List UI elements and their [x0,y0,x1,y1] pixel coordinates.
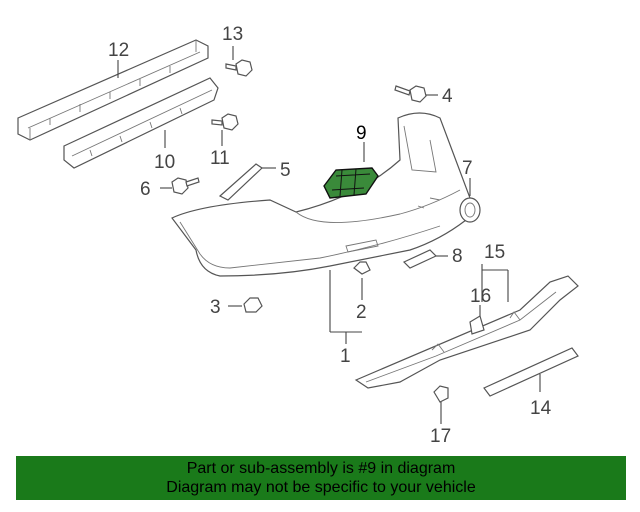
callout-4: 4 [442,86,453,107]
callout-15: 15 [484,242,505,263]
callout-7: 7 [462,158,473,179]
part-15-lower-valance [354,275,579,389]
part-1-bumper-cover [171,112,471,277]
part-6-bolt [171,177,200,195]
callout-16: 16 [470,286,491,307]
callout-13: 13 [222,24,243,45]
banner-line-1: Part or sub-assembly is #9 in diagram [186,460,456,477]
callout-5: 5 [280,160,291,181]
part-2-clip [353,261,371,275]
banner-line-2: Diagram may not be specific to your vehi… [166,479,476,496]
callout-12: 12 [108,40,129,61]
part-11-bolt [211,113,239,131]
callout-17: 17 [430,426,451,447]
part-5-trim-strip [218,163,263,201]
callout-9: 9 [356,123,367,144]
part-4-bolt [394,85,427,103]
part-12-reinforcement-bar [17,39,209,141]
part-16-bracket [469,315,485,335]
callout-8: 8 [452,246,463,267]
callout-14: 14 [530,398,552,419]
part-8-reflector [402,249,438,269]
callout-3: 3 [210,297,221,318]
callout-6: 6 [140,179,151,200]
info-banner: Part or sub-assembly is #9 in diagram Di… [16,456,626,500]
part-14-reflector-strip [483,347,579,397]
part-10-energy-absorber [63,77,219,169]
part-13-bolt [225,59,253,77]
parts-diagram: 12 10 13 11 4 5 6 [17,24,579,447]
callout-11: 11 [210,148,230,169]
callout-10: 10 [154,152,175,173]
part-7-cap [459,197,481,223]
callout-1: 1 [340,346,351,367]
callout-2: 2 [356,302,367,323]
part-17-clip [433,385,449,403]
part-3-clip [243,297,263,313]
part-9-bracket-highlighted [323,167,379,199]
